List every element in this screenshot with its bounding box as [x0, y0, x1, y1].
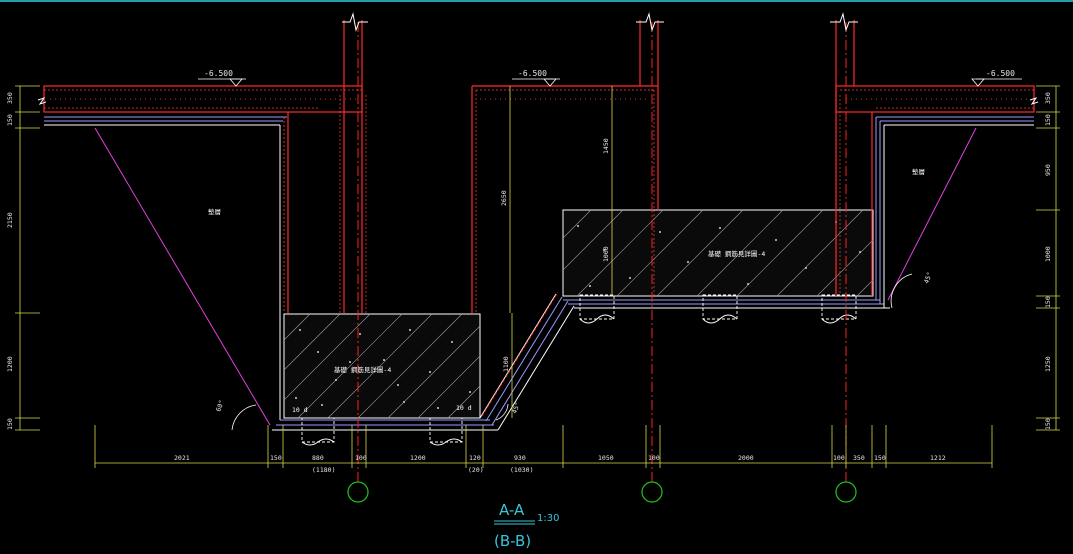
grid-bubbles	[347, 481, 857, 503]
dim-bottom-5: 1200	[410, 454, 426, 462]
dim-bottom-sub-2: (20)	[468, 466, 484, 474]
level-markers: -6.500 -6.500 -6.500	[198, 69, 1022, 87]
slope-angle-3: 45°	[510, 401, 522, 415]
dim-bottom-9: 100	[648, 454, 660, 462]
level-label-middle: -6.500	[518, 69, 547, 78]
dim-bottom-14: 1212	[930, 454, 946, 462]
bottom-dimension-chain: 2021 150 880 100 1200 120 930 1050 100 2…	[94, 425, 993, 474]
excavation-slopes	[94, 127, 977, 431]
inner-dimensions: 2650 1450 1000 1100	[500, 86, 613, 418]
dim-bottom-2: 150	[270, 454, 282, 462]
right-roof-slab	[835, 85, 1035, 126]
fill-label-right: 墊層	[912, 167, 925, 176]
dim-bottom-8: 1050	[598, 454, 614, 462]
dim-bottom-4: 100	[355, 454, 367, 462]
right-pit-walls	[639, 20, 885, 308]
left-foundation-block	[272, 313, 498, 446]
level-label-right: -6.500	[986, 69, 1015, 78]
grid-bubble-3	[835, 481, 857, 503]
dim-right-4: 1000	[1044, 246, 1052, 262]
section-title-block: A-A 1:30 (B-B)	[494, 501, 559, 550]
dim-bottom-sub-1: (1180)	[312, 466, 335, 474]
dim-left-5: 150	[6, 418, 14, 430]
dim-left-2: 150	[6, 114, 14, 126]
dim-left-1: 350	[6, 92, 14, 104]
dim-bottom-sub-3: (1030)	[510, 466, 533, 474]
dim-right-2: 150	[1044, 114, 1052, 126]
dim-right-6: 1250	[1044, 356, 1052, 372]
dim-bottom-11: 100	[833, 454, 845, 462]
left-dimension-chain: 350 150 2150 1200 150	[6, 85, 40, 431]
left-pit-walls	[279, 20, 658, 420]
break-marks	[37, 12, 1039, 105]
fill-label-left: 墊層	[208, 207, 221, 216]
dim-right-7: 150	[1044, 418, 1052, 430]
section-subtitle: (B-B)	[494, 532, 531, 550]
foundation-note-right: 基礎 鋼筋見詳圖-4	[708, 249, 765, 258]
foundation-note-left: 基礎 鋼筋見詳圖-4	[334, 365, 391, 374]
slope-angle-1: 60°	[214, 399, 226, 413]
dim-inner-1: 2650	[500, 190, 508, 206]
dim-bottom-7: 930	[514, 454, 526, 462]
left-roof-slab	[43, 85, 363, 126]
level-label-left: -6.500	[204, 69, 233, 78]
slope-transition	[479, 291, 575, 431]
dim-bottom-12: 350	[853, 454, 865, 462]
grid-bubble-2	[641, 481, 663, 503]
dim-bottom-1: 2021	[174, 454, 190, 462]
dim-right-5: 150	[1044, 296, 1052, 308]
dim-right-3: 950	[1044, 164, 1052, 176]
dim-bottom-6: 120	[469, 454, 481, 462]
section-scale: 1:30	[537, 513, 559, 524]
dim-left-4: 1200	[6, 356, 14, 372]
slope-angle-2: 45°	[922, 271, 934, 285]
dim-inner-2: 1450	[602, 138, 610, 154]
anchor-note-1: 10 d	[292, 406, 308, 414]
dim-inner-3: 1000	[602, 246, 610, 262]
right-dimension-chain: 350 150 950 1000 150 1250 150	[1036, 85, 1060, 431]
dim-inner-4: 1100	[502, 356, 510, 372]
dim-right-1: 350	[1044, 92, 1052, 104]
dim-left-3: 2150	[6, 212, 14, 228]
dim-bottom-3: 880	[312, 454, 324, 462]
dim-bottom-13: 150	[874, 454, 886, 462]
grid-bubble-1	[347, 481, 369, 503]
dim-bottom-10: 2000	[738, 454, 754, 462]
right-foundation-block	[562, 209, 890, 324]
anchor-note-2: 10 d	[456, 404, 472, 412]
section-title: A-A	[499, 501, 525, 519]
